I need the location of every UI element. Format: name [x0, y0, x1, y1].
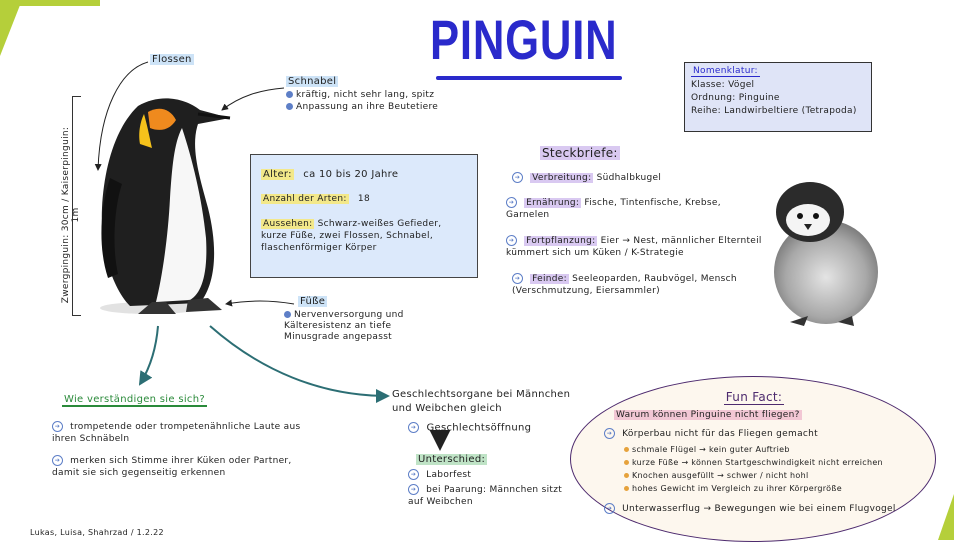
arrow-right-icon: ➔	[52, 455, 63, 466]
info-arten-label: Anzahl der Arten:	[261, 194, 349, 204]
penguin-illustration	[100, 98, 231, 314]
schnabel-point: kräftig, nicht sehr lang, spitz	[296, 90, 435, 100]
geschlecht-point: Geschlechtsöffnung	[426, 422, 532, 434]
steckbrief-label: Ernährung:	[524, 198, 582, 208]
title-underline	[436, 76, 622, 80]
arrow-right-icon: ➔	[408, 468, 419, 480]
funfact-section: Fun Fact: Warum können Pinguine nicht fl…	[604, 390, 904, 514]
unterschied-heading: Unterschied:	[416, 453, 488, 465]
nomenklatur-box: Nomenklatur: Klasse: Vögel Ordnung: Ping…	[684, 62, 872, 132]
page-title: PINGUIN	[430, 8, 618, 71]
bullet-icon	[624, 473, 629, 478]
arrow-right-icon: ➔	[52, 421, 63, 432]
label-flossen-text: Flossen	[150, 54, 194, 65]
bullet-icon	[624, 460, 629, 465]
funfact-heading: Fun Fact:	[723, 390, 785, 405]
bullet-icon	[286, 91, 293, 98]
fuesse-heading: Füße	[298, 296, 328, 307]
geschlecht-section: Geschlechtsorgane bei Männchen und Weibc…	[392, 388, 572, 508]
info-arten-value: 18	[357, 194, 370, 204]
funfact-sub: kurze Füße → können Startgeschwindigkeit…	[632, 458, 883, 467]
nomenklatur-line: Reihe: Landwirbeltiere (Tetrapoda)	[691, 106, 857, 116]
nomenklatur-line: Ordnung: Pinguine	[691, 93, 780, 103]
funfact-sub: schmale Flügel → kein guter Auftrieb	[632, 445, 790, 454]
steckbrief-label: Feinde:	[530, 274, 569, 284]
penguin-chick-photo	[774, 182, 878, 326]
steckbrief-label: Verbreitung:	[530, 173, 594, 183]
nomenklatur-heading: Nomenklatur:	[691, 66, 760, 77]
verstaendigen-point: trompetende oder trompetenähnliche Laute…	[52, 422, 301, 444]
bullet-icon	[284, 311, 291, 318]
schnabel-section: Schnabel kräftig, nicht sehr lang, spitz…	[286, 76, 466, 112]
nomenklatur-line: Klasse: Vögel	[691, 80, 755, 90]
fuesse-section: Füße Nervenversorgung und Kälteresistenz…	[284, 296, 414, 343]
funfact-question: Warum können Pinguine nicht fliegen?	[614, 410, 802, 420]
arrow-right-icon: ➔	[512, 273, 523, 284]
arrow-right-icon: ➔	[512, 172, 523, 183]
arrow-right-icon: ➔	[604, 503, 615, 514]
info-aussehen-value: Schwarz-weißes Gefieder, kurze Füße, zwe…	[261, 219, 442, 253]
arrow-right-icon: ➔	[506, 197, 517, 208]
unterschied-item: Laborfest	[426, 469, 472, 480]
funfact-footer: Unterwasserflug → Bewegungen wie bei ein…	[622, 504, 896, 514]
geschlecht-intro: Geschlechtsorgane bei Männchen und Weibc…	[392, 389, 571, 414]
info-alter-label: Alter:	[261, 169, 294, 180]
author-line: Lukas, Luisa, Shahrzad / 1.2.22	[30, 528, 164, 537]
arrow-right-icon: ➔	[408, 422, 419, 433]
schnabel-heading: Schnabel	[286, 76, 339, 87]
funfact-sub: hohes Gewicht im Vergleich zu ihrer Körp…	[632, 484, 842, 493]
bullet-icon	[624, 447, 629, 452]
funfact-main: Körperbau nicht für das Fliegen gemacht	[622, 429, 818, 439]
label-flossen: Flossen	[150, 54, 194, 65]
bullet-icon	[286, 103, 293, 110]
corner-accent-top-left-bar	[0, 0, 100, 6]
schnabel-point: Anpassung an ihre Beutetiere	[296, 102, 439, 112]
unterschied-item: bei Paarung: Männchen sitzt auf Weibchen	[408, 484, 563, 507]
info-alter-value: ca 10 bis 20 Jahre	[303, 169, 399, 180]
fuesse-point: Nervenversorgung und Kälteresistenz an t…	[284, 310, 404, 342]
steckbrief-section: Steckbriefe: ➔ Verbreitung: Südhalbkugel…	[506, 146, 766, 297]
arrow-right-icon: ➔	[604, 428, 615, 439]
bullet-icon	[624, 486, 629, 491]
info-aussehen-label: Aussehen:	[261, 219, 315, 229]
steckbrief-text: Fische, Tintenfische, Krebse, Garnelen	[506, 198, 721, 220]
funfact-sub: Knochen ausgefüllt → schwer / nicht hohl	[632, 471, 809, 480]
steckbrief-heading: Steckbriefe:	[540, 146, 620, 160]
steckbrief-text: Eier → Nest, männlicher Elternteil kümme…	[506, 236, 762, 258]
arrow-right-icon: ➔	[506, 235, 517, 246]
verstaendigen-point: merken sich Stimme ihrer Küken oder Part…	[52, 456, 292, 478]
steckbrief-label: Fortpflanzung:	[524, 236, 598, 246]
steckbrief-text: Südhalbkugel	[596, 173, 662, 183]
size-bracket	[72, 96, 81, 316]
steckbrief-text: Seeleoparden, Raubvögel, Mensch (Verschm…	[512, 274, 737, 296]
info-box: Alter: ca 10 bis 20 Jahre Anzahl der Art…	[250, 154, 478, 278]
arrow-right-icon: ➔	[408, 483, 419, 495]
verstaendigen-heading: Wie verständigen sie sich?	[62, 394, 207, 407]
verstaendigen-section: Wie verständigen sie sich? ➔ trompetende…	[52, 394, 322, 479]
